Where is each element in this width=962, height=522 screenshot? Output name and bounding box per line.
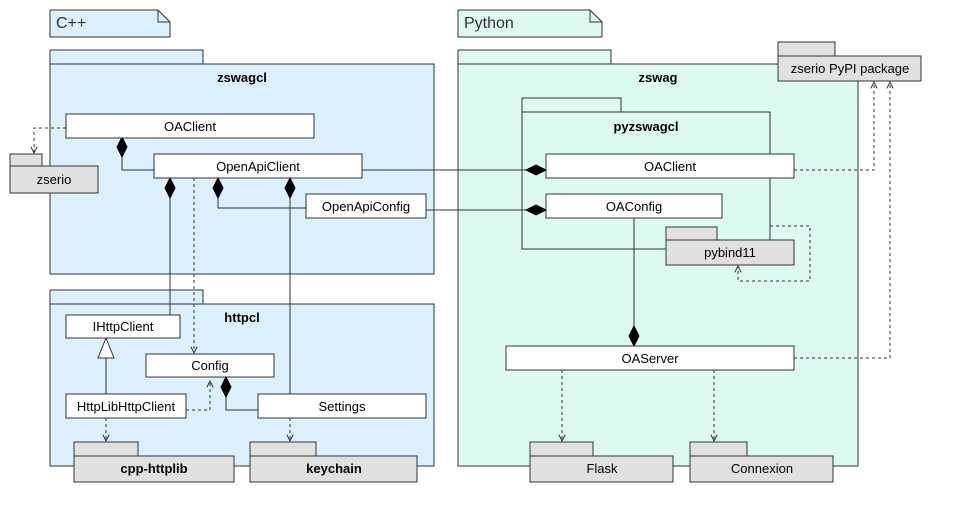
comp-ihttpclient-diamond [164,176,176,200]
external-keychain-label: keychain [306,461,362,476]
external-pybind11-label: pybind11 [704,245,756,260]
class-oaserver: OAServer [505,345,795,371]
class-config-label: Config [191,358,229,373]
package-zswagcl-title: zswagcl [217,70,267,85]
class-openapiclient: OpenApiClient [153,153,363,179]
class-py-oaclient: OAClient [545,153,795,179]
external-flask-label: Flask [586,461,618,476]
comp-pyoaclient-diamond [524,164,548,176]
dep-oaclient-zserio [34,127,66,153]
class-cpp-oaclient: OAClient [65,113,315,139]
external-zserio: zserio [9,153,99,194]
python-note: Python [457,9,603,38]
comp-oaconfig-diamond [524,204,548,216]
class-httplibhttpclient-label: HttpLibHttpClient [77,399,176,414]
class-cpp-oaclient-label: OAClient [164,119,216,134]
external-cpp-httplib-label: cpp-httplib [120,461,187,476]
external-zserio-label: zserio [37,172,72,187]
class-oaserver-label: OAServer [621,351,679,366]
package-zswag-title: zswag [638,70,677,85]
external-connexion-label: Connexion [731,461,793,476]
class-ihttpclient-label: IHttpClient [93,319,154,334]
dep-pyzswagcl-pybind11 [738,225,811,282]
external-keychain: keychain [249,441,418,483]
package-pyzswagcl-title: pyzswagcl [613,119,678,134]
external-cpp-httplib: cpp-httplib [73,441,235,483]
dep-httplib-config [186,381,210,411]
python-note-label: Python [464,15,514,32]
class-oaconfig-label: OAConfig [606,199,662,214]
comp-config-diamond [220,375,232,399]
class-settings: Settings [257,393,427,419]
external-zserio-pypi-label: zserio PyPI package [791,61,910,76]
class-settings-label: Settings [319,399,366,414]
class-config: Config [145,353,275,378]
external-pybind11: pybind11 [665,226,795,266]
comp-oaclient-diamond [116,135,128,159]
inherit-triangle [97,336,115,359]
external-zserio-pypi: zserio PyPI package [777,41,922,82]
class-py-oaclient-label: OAClient [644,159,696,174]
class-openapiconfig: OpenApiConfig [305,193,427,219]
cpp-note: C++ [49,9,171,38]
class-openapiclient-label: OpenApiClient [216,159,300,174]
cpp-note-label: C++ [56,15,86,32]
package-pyzswagcl: pyzswagcl [521,97,771,250]
package-httpcl-title: httpcl [224,310,259,325]
class-openapiconfig-label: OpenApiConfig [322,199,410,214]
comp-settings-diamond [284,176,296,200]
external-connexion: Connexion [689,441,834,483]
comp-openapiconfig-diamond [212,176,224,200]
dep-pyoaclient-pypi [794,82,874,171]
comp-oaserver-diamond [628,324,640,348]
external-flask: Flask [529,441,674,483]
dep-oaserver-pypi [794,82,890,359]
class-httplibhttpclient: HttpLibHttpClient [65,393,187,419]
class-oaconfig: OAConfig [545,193,723,219]
class-ihttpclient: IHttpClient [65,314,181,339]
